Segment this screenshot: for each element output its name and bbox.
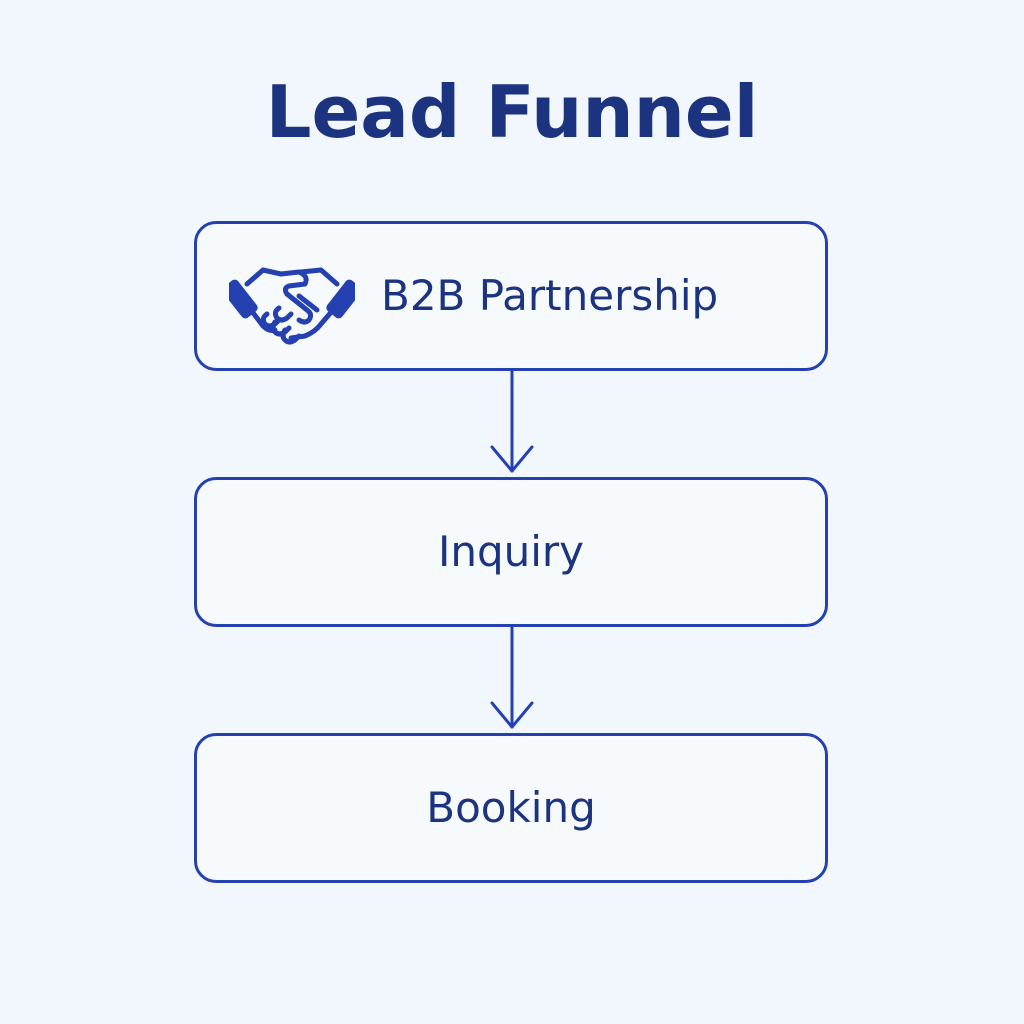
diagram-title: Lead Funnel — [265, 70, 759, 154]
arrow-inquiry-to-booking — [490, 625, 534, 729]
stage-label: B2B Partnership — [381, 271, 719, 320]
stage-inquiry: Inquiry — [194, 477, 828, 627]
stage-booking: Booking — [194, 733, 828, 883]
arrow-partnership-to-inquiry — [490, 369, 534, 473]
handshake-icon — [229, 267, 355, 345]
stage-label: Inquiry — [437, 527, 585, 576]
stage-b2b-partnership: B2B Partnership — [194, 221, 828, 371]
stage-label: Booking — [426, 783, 596, 832]
